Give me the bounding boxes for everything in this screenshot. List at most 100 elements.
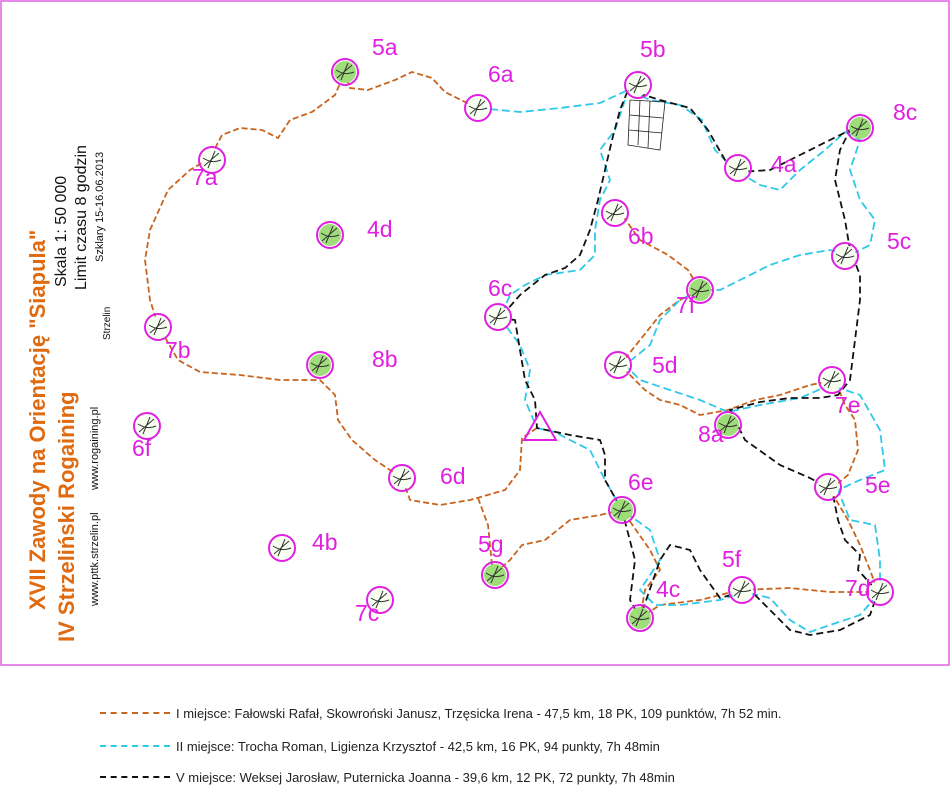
checkpoint-terrain-lines [835, 246, 855, 265]
checkpoint-circle [331, 58, 359, 86]
legend-row-second: II miejsce: Trocha Roman, Ligienza Krzys… [100, 735, 920, 757]
checkpoint-circle [846, 114, 874, 142]
checkpoint-5a: 5a [331, 34, 398, 86]
checkpoint-label: 6d [440, 463, 466, 489]
checkpoint-label: 5a [372, 34, 398, 60]
checkpoint-label: 5d [652, 352, 678, 378]
checkpoint-circle [604, 351, 632, 379]
checkpoint-label: 6b [628, 223, 654, 249]
checkpoint-terrain-lines [850, 118, 870, 137]
checkpoint-7f: 7f [676, 276, 714, 318]
checkpoint-7e: 7e [818, 366, 861, 418]
village-grid [627, 99, 666, 151]
checkpoint-label: 8c [893, 99, 917, 125]
checkpoint-terrain-lines [870, 582, 890, 601]
checkpoint-label: 8a [698, 421, 724, 447]
map-canvas: 5a 6a 5b 8c 4a 7a 4d 6b 5c 7f 6c 7b 8b 5d 7e 8a 6f 6d 6e 5e… [0, 0, 950, 666]
checkpoint-circle [608, 496, 636, 524]
checkpoint-5d: 5d [604, 351, 678, 379]
checkpoint-label: 7c [355, 600, 379, 626]
checkpoint-terrain-lines [392, 468, 412, 487]
route-fifth-place [498, 89, 880, 636]
checkpoint-terrain-lines [137, 416, 157, 435]
checkpoint-terrain-lines [605, 203, 625, 222]
checkpoint-circle [724, 154, 752, 182]
website-rogaining[interactable]: www.rogaining.pl [89, 407, 101, 491]
checkpoint-terrain-lines [370, 590, 390, 609]
checkpoint-circle [814, 473, 842, 501]
checkpoint-7c: 7c [355, 586, 394, 626]
checkpoint-label: 5g [478, 531, 504, 557]
legend-text-first: I miejsce: Fałowski Rafał, Skowroński Ja… [176, 705, 782, 721]
checkpoint-4c: 4c [626, 576, 680, 632]
checkpoint-circle [464, 94, 492, 122]
checkpoint-7b: 7b [144, 313, 191, 363]
checkpoint-label: 5f [722, 546, 742, 572]
checkpoint-6e: 6e [608, 469, 654, 524]
checkpoint-6c: 6c [484, 275, 512, 331]
checkpoint-label: 4d [367, 216, 393, 242]
checkpoint-4b: 4b [268, 529, 338, 562]
checkpoint-circle [316, 221, 344, 249]
checkpoint-terrain-lines [468, 98, 488, 117]
checkpoint-label: 5e [865, 472, 891, 498]
map-subtitle: IV Strzeliński Rogaining [54, 391, 79, 642]
checkpoint-6b: 6b [601, 199, 654, 249]
checkpoint-label: 4a [771, 151, 797, 177]
title-block: XVII Zawody na Orientację "Siapula" IV S… [25, 145, 113, 642]
checkpoint-label: 6a [488, 61, 514, 87]
checkpoint-8a: 8a [698, 411, 742, 447]
checkpoint-8c: 8c [846, 99, 917, 142]
checkpoint-label: 6e [628, 469, 654, 495]
checkpoint-label: 5c [887, 228, 911, 254]
checkpoint-5b: 5b [624, 36, 666, 99]
checkpoint-7a: 7a [192, 146, 226, 190]
legend-line-fifth [100, 776, 170, 778]
checkpoint-5c: 5c [831, 228, 911, 270]
checkpoint-5g: 5g [478, 531, 509, 589]
checkpoint-circle [728, 576, 756, 604]
checkpoint-terrain-lines [630, 608, 650, 627]
checkpoint-4d: 4d [316, 216, 393, 249]
map-place-date: Szklary 15-16.06.2013 [94, 152, 106, 262]
checkpoint-label: 8b [372, 346, 398, 372]
map-title: XVII Zawody na Orientację "Siapula" [25, 230, 50, 610]
checkpoint-label: 6c [488, 275, 512, 301]
checkpoint-8b: 8b [306, 346, 398, 379]
checkpoint-6a: 6a [464, 61, 514, 122]
checkpoint-circle [831, 242, 859, 270]
checkpoint-terrain-lines [608, 355, 628, 374]
legend-line-second [100, 745, 170, 747]
checkpoint-terrain-lines [612, 500, 632, 519]
checkpoint-circle [268, 534, 296, 562]
checkpoint-5e: 5e [814, 472, 891, 501]
checkpoint-label: 4b [312, 529, 338, 555]
checkpoint-6f: 6f [132, 412, 161, 461]
checkpoint-circle [133, 412, 161, 440]
checkpoint-circle [818, 366, 846, 394]
checkpoint-terrain-lines [148, 317, 168, 336]
checkpoint-terrain-lines [728, 158, 748, 177]
checkpoint-terrain-lines [310, 355, 330, 374]
checkpoint-label: 7a [192, 164, 218, 190]
map-time-limit: Limit czasu 8 godzin [73, 145, 90, 290]
legend-text-fifth: V miejsce: Weksej Jarosław, Puternicka J… [176, 769, 675, 785]
route-first-place [144, 69, 538, 506]
legend-row-first: I miejsce: Fałowski Rafał, Skowroński Ja… [100, 702, 920, 724]
checkpoint-terrain-lines [320, 225, 340, 244]
checkpoint-terrain-lines [272, 538, 292, 557]
checkpoint-circle [144, 313, 172, 341]
website-pttk[interactable]: www.pttk.strzelin.pl [89, 512, 101, 607]
checkpoint-label: 7f [676, 292, 696, 318]
checkpoint-terrain-lines [485, 565, 505, 584]
checkpoints: 5a 6a 5b 8c 4a 7a 4d 6b 5c 7f 6c 7b 8b 5d 7e 8a 6f 6d 6e 5e… [132, 34, 917, 632]
checkpoint-label: 4c [656, 576, 680, 602]
checkpoint-circle [866, 578, 894, 606]
checkpoint-terrain-lines [628, 75, 648, 94]
orienteering-map: 5a 6a 5b 8c 4a 7a 4d 6b 5c 7f 6c 7b 8b 5d 7e 8a 6f 6d 6e 5e… [0, 0, 950, 666]
checkpoint-circle [626, 604, 654, 632]
checkpoint-circle [306, 351, 334, 379]
checkpoint-4a: 4a [724, 151, 797, 182]
checkpoint-terrain-lines [818, 477, 838, 496]
checkpoint-terrain-lines [718, 415, 738, 434]
